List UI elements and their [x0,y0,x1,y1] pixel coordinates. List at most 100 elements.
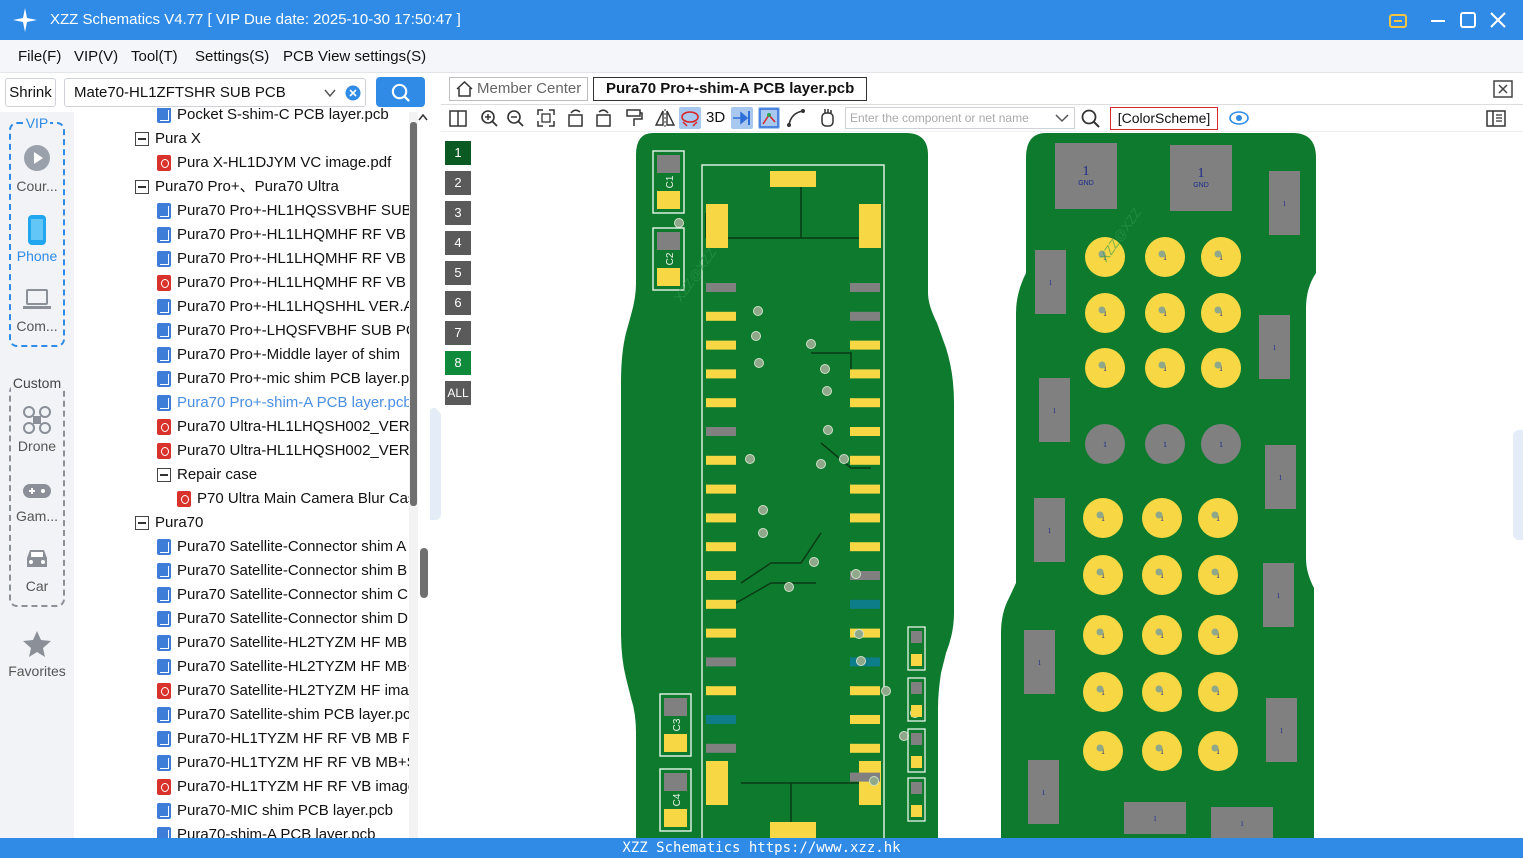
tree-file[interactable]: Pura70-shim-A PCB layer.pcb [157,824,409,838]
nav-game[interactable]: Gam... [15,508,58,524]
tree-file[interactable]: Pura70 Pro+-mic shim PCB layer.pc [157,368,417,392]
tree-file[interactable]: Pura70 Satellite-shim PCB layer.pcl [157,704,414,728]
layer-button-7[interactable]: 7 [445,321,471,345]
layer-view-button[interactable] [679,107,701,129]
menu-file[interactable]: File(F) [18,48,62,65]
layer-button-4[interactable]: 4 [445,231,471,255]
format-painter-button[interactable] [623,107,645,129]
scroll-up-icon[interactable] [417,112,429,124]
fit-view-button[interactable] [535,107,557,129]
tree-scrollbar-thumb[interactable] [410,122,417,506]
tree-hscroll-thumb[interactable] [420,548,428,598]
net-search-input[interactable]: Enter the component or net name [845,107,1075,129]
pan-button[interactable] [816,107,838,129]
phone-icon[interactable] [26,214,48,246]
close-icon[interactable] [1486,8,1510,32]
layer-button-2[interactable]: 2 [445,171,471,195]
tree-file[interactable]: Pura70 Pro+-shim-A PCB layer.pcb [157,392,412,416]
layer-button-6[interactable]: 6 [445,291,471,315]
nav-favorites[interactable]: Favorites [8,663,66,679]
car-icon[interactable] [23,545,51,573]
color-scheme-button[interactable]: [ColorScheme] [1110,107,1218,130]
collapse-toggle-icon[interactable] [135,132,149,146]
pin-select-button[interactable] [731,107,753,129]
minimize-icon[interactable] [1426,8,1450,32]
side-panel-button[interactable] [1485,107,1507,129]
toggle-panel-button[interactable] [447,107,469,129]
tree-file[interactable]: Pura70 Pro+-HL1LHQMHF RF VB in [157,272,418,296]
zoom-in-button[interactable] [478,107,500,129]
star-icon[interactable] [22,629,52,659]
rotate-right-button[interactable] [592,107,614,129]
tree-file[interactable]: Pura X-HL1DJYM VC image.pdf [157,152,409,176]
tree-file[interactable]: Pura70 Pro+-HL1LHQMHF RF VB M [157,224,418,248]
mirror-button[interactable] [654,107,676,129]
nav-phone[interactable]: Phone [16,248,58,264]
tree-file[interactable]: P70 Ultra Main Camera Blur Case [177,488,418,512]
tab-active-file[interactable]: Pura70 Pro+-shim-A PCB layer.pcb [593,77,868,101]
layer-button-8[interactable]: 8 [445,351,471,375]
tree-file[interactable]: Pura70 Satellite-Connector shim C [157,584,409,608]
tree-file[interactable]: Pocket S-shim-C PCB layer.pcb [157,108,409,128]
tree-folder[interactable]: Repair case [157,464,409,488]
menu-settings[interactable]: Settings(S) [195,48,270,65]
nav-car[interactable]: Car [25,578,49,594]
tree-file[interactable]: Pura70-HL1TYZM HF RF VB MB PC [157,728,418,752]
menu-pcb-view-settings[interactable]: PCB View settings(S) [283,48,427,65]
tree-file[interactable]: Pura70 Pro+-HL1HQSSVBHF SUB P [157,200,418,224]
close-tabs-icon[interactable] [1493,80,1513,98]
menu-vip[interactable]: VIP(V) [74,48,119,65]
drone-icon[interactable] [22,405,52,435]
vip-crown-icon[interactable] [1386,8,1410,32]
gamepad-icon[interactable] [22,481,52,501]
tree-file[interactable]: Pura70-HL1TYZM HF RF VB image. [157,776,418,800]
search-button[interactable] [376,77,425,107]
layer-button-1[interactable]: 1 [445,141,471,165]
tree-file[interactable]: Pura70 Pro+-LHQSFVBHF SUB PCB [157,320,418,344]
tree-file[interactable]: Pura70 Ultra-HL1LHQSH002_VER.B [157,440,418,464]
tree-file[interactable]: Pura70 Satellite-HL2TYZM HF MB I [157,632,415,656]
tree-file[interactable]: Pura70 Ultra-HL1LHQSH002_VER.B [157,416,418,440]
chevron-down-icon[interactable] [1054,112,1070,124]
board-select[interactable]: Mate70-HL1ZFTSHR SUB PCB [64,78,366,107]
net-highlight-button[interactable] [758,107,780,129]
tree-folder[interactable]: Pura70 Pro+、Pura70 Ultra [135,176,409,200]
tree-file[interactable]: Pura70 Pro+-HL1LHQSHHL VER.A S [157,296,418,320]
tree-file[interactable]: Pura70 Pro+-HL1LHQMHF RF VB M [157,248,418,272]
collapse-toggle-icon[interactable] [135,516,149,530]
play-circle-icon[interactable] [23,144,51,172]
trace-button[interactable] [785,107,807,129]
tree-file[interactable]: Pura70 Satellite-Connector shim A [157,536,409,560]
clear-icon[interactable] [345,85,361,101]
layer-button-3[interactable]: 3 [445,201,471,225]
shrink-button[interactable]: Shrink [5,78,56,107]
collapse-handle-left[interactable] [430,410,441,520]
tree-file[interactable]: Pura70 Satellite-HL2TYZM HF MB+ [157,656,416,680]
visibility-button[interactable] [1228,107,1250,129]
nav-computer[interactable]: Com... [16,318,58,334]
tree-folder[interactable]: Pura70 [135,512,409,536]
nav-drone[interactable]: Drone [17,438,57,454]
layer-button-5[interactable]: 5 [445,261,471,285]
rotate-left-button[interactable] [565,107,587,129]
net-search-button[interactable] [1079,107,1101,129]
tree-file[interactable]: Pura70 Pro+-Middle layer of shim [157,344,409,368]
zoom-out-button[interactable] [504,107,526,129]
tree-scrollbar[interactable] [409,112,418,838]
tree-file[interactable]: Pura70-HL1TYZM HF RF VB MB+SU [157,752,418,776]
layer-button-all[interactable]: ALL [445,381,471,405]
tree-file[interactable]: Pura70-MIC shim PCB layer.pcb [157,800,409,824]
tree-file[interactable]: Pura70 Satellite-Connector shim D [157,608,409,632]
tree-folder[interactable]: Pura X [135,128,409,152]
tab-member-center[interactable]: Member Center [449,77,588,101]
laptop-icon[interactable] [22,288,52,312]
collapse-toggle-icon[interactable] [157,468,171,482]
maximize-icon[interactable] [1456,8,1480,32]
collapse-toggle-icon[interactable] [135,180,149,194]
tree-file[interactable]: Pura70 Satellite-Connector shim B [157,560,409,584]
chevron-down-icon[interactable] [323,86,337,100]
menu-tool[interactable]: Tool(T) [131,48,178,65]
3d-view-button[interactable]: 3D [706,109,726,126]
